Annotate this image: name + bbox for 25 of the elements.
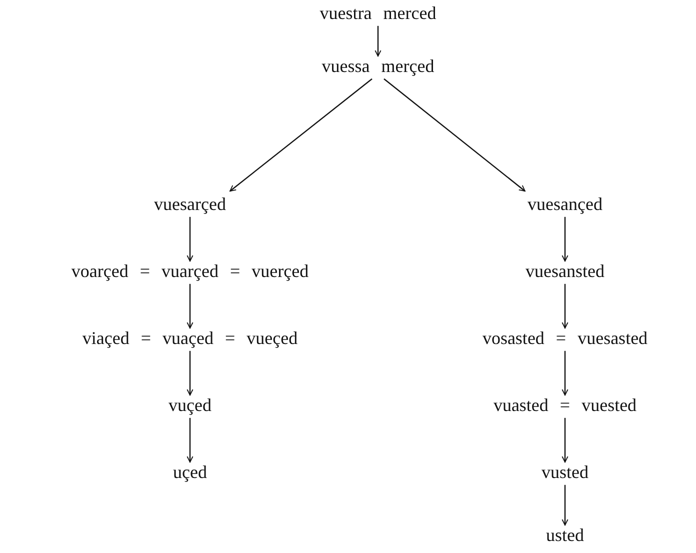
word-form: vuçed (168, 396, 212, 416)
arrow (562, 284, 568, 329)
arrow (562, 350, 568, 396)
arrow (186, 350, 194, 396)
word-form: vuesarçed (154, 195, 226, 215)
arrow (562, 216, 568, 262)
word-form: viaçed = vuaçed = vueçed (82, 329, 298, 349)
arrow (374, 26, 382, 57)
word-form: voarçed = vuarçed = vuerçed (71, 262, 309, 282)
word-form: uçed (173, 463, 207, 483)
arrow (562, 484, 568, 526)
arrow (186, 284, 194, 329)
arrow (186, 418, 194, 463)
arrow (384, 78, 526, 192)
word-form: vuesansted (526, 262, 604, 282)
word-form: vuestra merced (320, 4, 436, 24)
word-form: vuasted = vuested (493, 396, 637, 416)
arrow (230, 78, 372, 192)
arrow (562, 418, 568, 463)
word-form: vosasted = vuesasted (482, 329, 648, 349)
word-form: usted (546, 526, 584, 546)
word-form: vusted (542, 463, 588, 483)
word-form: vuessa merçed (322, 57, 434, 77)
arrow (186, 216, 194, 262)
word-form: vuesançed (528, 195, 602, 215)
